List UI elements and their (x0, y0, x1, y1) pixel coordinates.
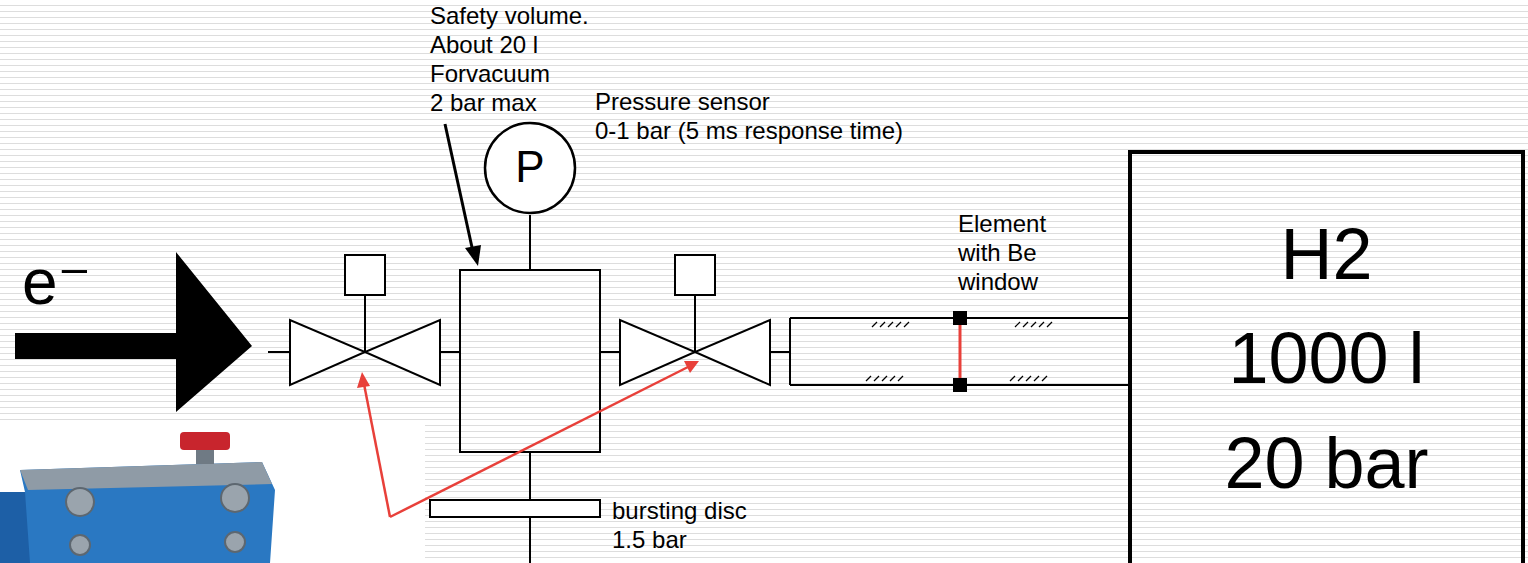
pipe-stub (770, 351, 790, 353)
hatch (890, 376, 895, 381)
hatch (874, 376, 879, 381)
window-flange (953, 311, 967, 325)
hatch (1023, 322, 1028, 327)
red-knob (180, 432, 230, 450)
bolt (70, 535, 90, 555)
hatch (1039, 322, 1044, 327)
hatch (1031, 322, 1036, 327)
valve-symbol (695, 320, 770, 385)
pipe-flange (789, 318, 791, 385)
hatch (1015, 322, 1020, 327)
hatch (880, 322, 885, 327)
valve-symbol (365, 320, 440, 385)
hatch (1018, 376, 1023, 381)
circle-outline (485, 123, 575, 213)
hatch (1026, 376, 1031, 381)
pointer-arrow (390, 367, 688, 517)
bolt (66, 488, 94, 516)
valve-actuator (345, 255, 385, 295)
hatch (1010, 376, 1015, 381)
hatch (866, 376, 871, 381)
callout-note: Element with Be window (958, 210, 1062, 296)
hatch (896, 322, 901, 327)
tank-spec-text: 1000 l (1228, 306, 1424, 410)
beryllium-window (959, 325, 962, 378)
valve-symbol (290, 320, 365, 385)
pipe-hatching (866, 322, 1052, 381)
bolt (225, 532, 245, 552)
callout-heading: Safety volume. (430, 2, 589, 31)
safety-volume-box (460, 270, 600, 452)
pipe-stub (440, 351, 460, 353)
leader-arrow (445, 124, 473, 252)
valve-actuator (675, 255, 715, 295)
sensor-line (529, 215, 531, 270)
photo-ground (0, 425, 425, 563)
hatch (1034, 376, 1039, 381)
hatch (898, 376, 903, 381)
knob-stem (196, 448, 214, 464)
valve-stem (364, 295, 366, 352)
valve-stem (694, 295, 696, 352)
beam-particle-label: e⁻ (22, 250, 91, 314)
hatch (888, 322, 893, 327)
callout-heading: Pressure sensor (595, 88, 770, 117)
callout-note: 0-1 bar (5 ms response time) (595, 117, 903, 146)
tank-spec-text: 20 bar (1224, 411, 1428, 515)
actuator-body (20, 462, 275, 563)
hatch (872, 322, 877, 327)
hatch (904, 322, 909, 327)
hydrogen-tank-box: H21000 l20 bar (1128, 150, 1525, 563)
sensor-symbol-letter: P (515, 145, 544, 189)
arrow-head (357, 372, 370, 388)
hatch (1047, 322, 1052, 327)
valve-photo (0, 425, 425, 563)
pointer-arrow (364, 384, 390, 517)
piping (268, 215, 1130, 563)
valve-symbol (620, 320, 695, 385)
callout-note: bursting disc 1.5 bar (612, 497, 766, 555)
pressure-sensor-circle: P (483, 121, 577, 215)
arrow-head (465, 245, 481, 266)
pipe-stub (600, 351, 620, 353)
callout-note: About 20 l Forvacuum 2 bar max (430, 31, 562, 117)
arrow-head (684, 361, 699, 373)
hatch (882, 376, 887, 381)
pipe-stub (268, 351, 290, 353)
tank-spec-text: H2 (1280, 202, 1372, 306)
hatch (1042, 376, 1047, 381)
bursting-disc (430, 500, 600, 517)
bolt (221, 484, 249, 512)
window-flange (953, 378, 967, 392)
